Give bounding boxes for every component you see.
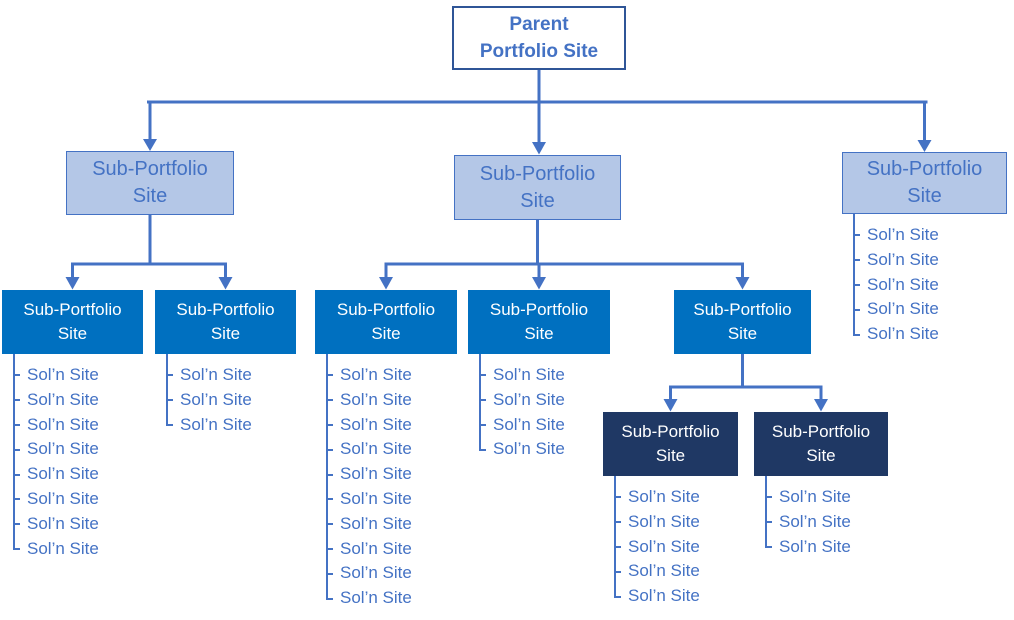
solution-site-item: Sol’n Site bbox=[326, 487, 412, 512]
solution-site-item: Sol’n Site bbox=[765, 485, 851, 510]
solution-site-item: Sol’n Site bbox=[326, 437, 412, 462]
node-label-line1: Sub-Portfolio bbox=[866, 158, 983, 180]
node-sub-portfolio-level2-left: Sub-Portfolio Site bbox=[66, 151, 234, 215]
node-label-line2: Site bbox=[210, 324, 241, 343]
solution-site-item: Sol’n Site bbox=[13, 388, 99, 413]
solution-site-item: Sol’n Site bbox=[166, 388, 252, 413]
solution-site-item: Sol’n Site bbox=[614, 485, 700, 510]
solution-site-item: Sol’n Site bbox=[479, 388, 565, 413]
node-label-line1: Sub-Portfolio bbox=[693, 300, 792, 319]
node-label-line1: Sub-Portfolio bbox=[92, 158, 208, 180]
node-label-line2: Site bbox=[727, 324, 758, 343]
node-label-line2: Portfolio Site bbox=[479, 41, 599, 62]
arrow-down-icon bbox=[379, 277, 393, 290]
node-label-line1: Sub-Portfolio bbox=[336, 300, 436, 319]
node-label-line2: Site bbox=[520, 189, 555, 212]
node-label-line2: Site bbox=[524, 324, 554, 343]
connector-level3-to-level4 bbox=[663, 354, 828, 412]
solution-site-item: Sol’n Site bbox=[13, 462, 99, 487]
node-label-line1: Sub-Portfolio bbox=[771, 422, 871, 441]
node-label-line2: Site bbox=[371, 324, 401, 343]
arrow-down-icon bbox=[532, 142, 546, 155]
arrow-down-icon bbox=[65, 277, 80, 290]
arrow-down-icon bbox=[663, 399, 678, 412]
arrow-down-icon bbox=[735, 277, 750, 290]
solution-site-item: Sol’n Site bbox=[326, 586, 412, 611]
solution-site-item: Sol’n Site bbox=[326, 413, 412, 438]
solution-site-item: Sol’n Site bbox=[326, 512, 412, 537]
node-sub-portfolio-level3-e: Sub-Portfolio Site bbox=[674, 290, 811, 354]
solution-site-item: Sol’n Site bbox=[853, 223, 939, 248]
node-sub-portfolio-level2-right: Sub-Portfolio Site bbox=[842, 152, 1007, 214]
solution-site-item: Sol’n Site bbox=[326, 363, 412, 388]
solution-site-item: Sol’n Site bbox=[479, 413, 565, 438]
connector-middle-level2-to-level3 bbox=[379, 220, 750, 290]
solution-site-item: Sol’n Site bbox=[853, 322, 939, 347]
node-label-line2: Site bbox=[907, 185, 942, 207]
node-sub-portfolio-level2-middle: Sub-Portfolio Site bbox=[454, 155, 621, 220]
solution-site-item: Sol’n Site bbox=[479, 363, 565, 388]
solution-site-item: Sol’n Site bbox=[614, 510, 700, 535]
node-label-line1: Sub-Portfolio bbox=[23, 300, 122, 319]
solution-site-item: Sol’n Site bbox=[13, 487, 99, 512]
node-sub-portfolio-level4-f: Sub-Portfolio Site bbox=[603, 412, 738, 476]
solution-site-item: Sol’n Site bbox=[326, 388, 412, 413]
solution-site-item: Sol’n Site bbox=[765, 510, 851, 535]
solution-site-item: Sol’n Site bbox=[853, 248, 939, 273]
node-sub-portfolio-level3-d: Sub-Portfolio Site bbox=[468, 290, 610, 354]
node-sub-portfolio-level3-c: Sub-Portfolio Site bbox=[315, 290, 457, 354]
solution-site-item: Sol’n Site bbox=[13, 437, 99, 462]
node-label-line1: Parent bbox=[509, 14, 569, 35]
node-sub-portfolio-level4-g: Sub-Portfolio Site bbox=[754, 412, 888, 476]
node-label-line1: Sub-Portfolio bbox=[621, 422, 720, 441]
node-label-line2: Site bbox=[655, 446, 686, 465]
arrow-down-icon bbox=[532, 277, 546, 290]
solution-site-item: Sol’n Site bbox=[479, 437, 565, 462]
arrow-down-icon bbox=[917, 140, 932, 152]
solution-site-item: Sol’n Site bbox=[13, 512, 99, 537]
node-label-line2: Site bbox=[57, 324, 88, 343]
node-label-line1: Sub-Portfolio bbox=[176, 300, 275, 319]
connector-left-level2-to-level3 bbox=[65, 215, 233, 290]
solution-site-item: Sol’n Site bbox=[853, 297, 939, 322]
node-label-line2: Site bbox=[132, 185, 168, 207]
arrow-down-icon bbox=[218, 277, 233, 290]
solution-site-item: Sol’n Site bbox=[614, 535, 700, 560]
solution-site-item: Sol’n Site bbox=[166, 363, 252, 388]
solution-site-item: Sol’n Site bbox=[326, 561, 412, 586]
solution-site-item: Sol’n Site bbox=[853, 273, 939, 298]
connector-root-to-level2 bbox=[143, 70, 932, 155]
node-label-line1: Sub-Portfolio bbox=[489, 300, 589, 319]
solution-site-item: Sol’n Site bbox=[326, 462, 412, 487]
solution-site-item: Sol’n Site bbox=[765, 535, 851, 560]
node-label-line2: Site bbox=[806, 446, 836, 465]
node-parent-portfolio-site: Parent Portfolio Site bbox=[452, 6, 626, 70]
arrow-down-icon bbox=[143, 139, 157, 151]
arrow-down-icon bbox=[814, 399, 828, 412]
solution-site-item: Sol’n Site bbox=[13, 363, 99, 388]
node-sub-portfolio-level3-b: Sub-Portfolio Site bbox=[155, 290, 296, 354]
node-sub-portfolio-level3-a: Sub-Portfolio Site bbox=[2, 290, 143, 354]
solution-site-item: Sol’n Site bbox=[13, 537, 99, 562]
solution-site-item: Sol’n Site bbox=[166, 413, 252, 438]
solution-site-item: Sol’n Site bbox=[326, 537, 412, 562]
solution-site-item: Sol’n Site bbox=[614, 559, 700, 584]
solution-site-item: Sol’n Site bbox=[614, 584, 700, 609]
solution-site-item: Sol’n Site bbox=[13, 413, 99, 438]
node-label-line1: Sub-Portfolio bbox=[479, 162, 596, 185]
